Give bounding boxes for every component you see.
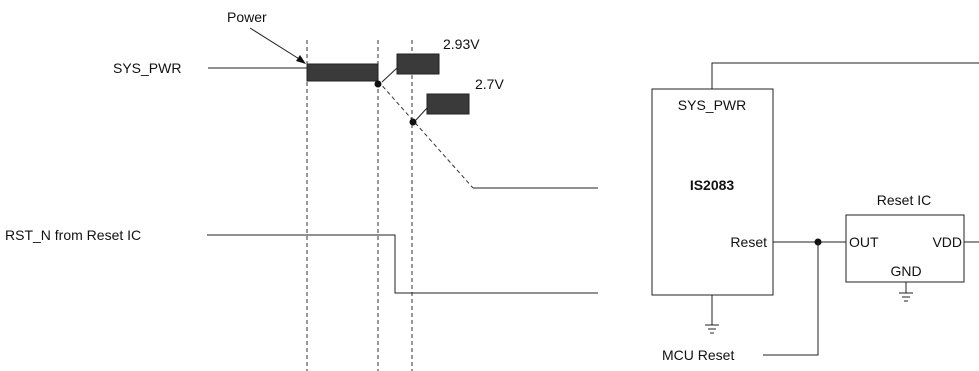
sys-pwr-signal-label: SYS_PWR bbox=[113, 60, 181, 76]
reset-ic-title: Reset IC bbox=[877, 192, 931, 208]
v-low-pointer bbox=[415, 107, 428, 121]
v-low-callout bbox=[426, 93, 470, 115]
chip-name: IS2083 bbox=[690, 177, 735, 193]
power-arrow bbox=[249, 27, 305, 63]
sys-pwr-decay bbox=[377, 80, 474, 189]
v-high-label: 2.93V bbox=[443, 36, 480, 52]
reset-ic-box bbox=[845, 214, 965, 283]
v-low-label: 2.7V bbox=[475, 76, 504, 92]
is2083-chip bbox=[651, 88, 774, 296]
reset-ic-pin-out: OUT bbox=[849, 234, 879, 250]
chip-pin-reset: Reset bbox=[730, 234, 767, 250]
rst-n-line bbox=[207, 234, 598, 294]
v-high-pointer bbox=[381, 67, 398, 83]
rst-n-signal-label: RST_N from Reset IC bbox=[5, 227, 141, 243]
reset-ic-ground-icon bbox=[899, 282, 913, 302]
threshold-dot-high bbox=[374, 80, 382, 88]
power-label: Power bbox=[227, 9, 267, 25]
chip-pin-sys-pwr: SYS_PWR bbox=[678, 97, 746, 113]
reset-ic-pin-vdd: VDD bbox=[932, 234, 962, 250]
v-high-callout bbox=[396, 53, 440, 75]
supply-rail bbox=[711, 62, 979, 89]
mcu-reset-label: MCU Reset bbox=[662, 347, 734, 363]
power-arrow-head bbox=[296, 55, 306, 64]
chip-ground-icon bbox=[705, 295, 719, 334]
sys-pwr-high-block bbox=[306, 63, 379, 82]
mcu-reset-wire bbox=[763, 242, 819, 356]
reset-ic-pin-gnd: GND bbox=[890, 263, 921, 279]
threshold-dot-low bbox=[409, 118, 417, 126]
